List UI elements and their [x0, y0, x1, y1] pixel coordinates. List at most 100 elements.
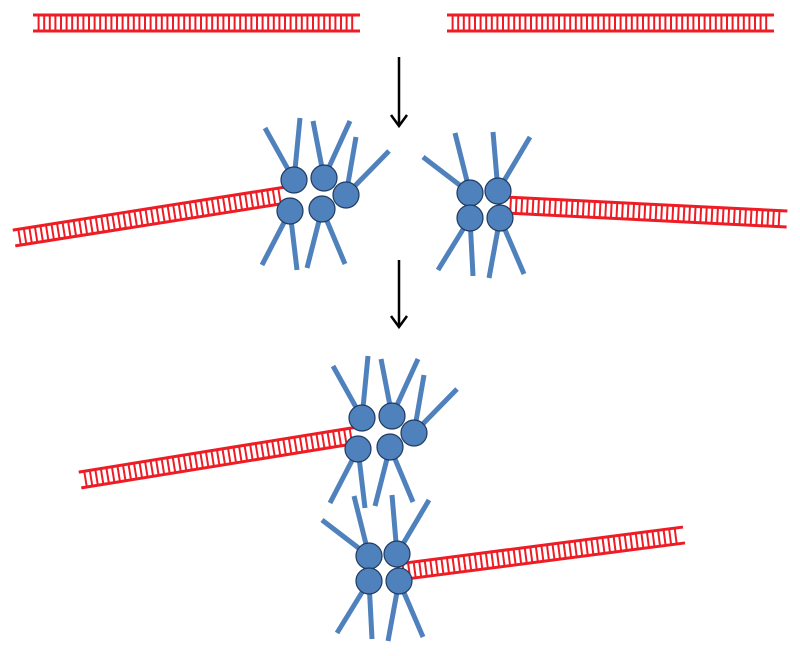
base-pair-rung — [105, 467, 110, 484]
base-pair-rung — [111, 214, 116, 231]
base-pair-rung — [183, 202, 188, 219]
protein-subunit-icon — [280, 166, 308, 194]
protein-subunit-icon — [385, 567, 413, 595]
base-pair-rung — [265, 441, 271, 458]
base-pair-rung — [777, 210, 781, 227]
base-pair-rung — [210, 198, 216, 215]
base-pair-rung — [127, 211, 133, 228]
base-pair-rung — [693, 206, 697, 223]
base-pair-rung — [99, 468, 105, 485]
base-pair-rung — [116, 465, 121, 482]
base-pair-rung — [749, 209, 753, 226]
base-pair-rung — [199, 452, 204, 469]
base-pair-rung — [512, 548, 517, 565]
base-pair-rung — [94, 469, 99, 486]
base-pair-rung — [266, 189, 271, 206]
base-pair-rung — [56, 222, 61, 240]
arrow-head — [389, 114, 409, 129]
base-pair-rung — [688, 206, 691, 223]
protein-subunit-icon — [308, 195, 336, 223]
base-pair-rung — [89, 217, 94, 234]
base-pair-rung — [182, 454, 188, 472]
base-pair-rung — [732, 208, 736, 225]
base-pair-rung — [138, 462, 144, 479]
base-pair-rung — [699, 206, 703, 223]
base-pair-rung — [573, 540, 578, 558]
base-pair-rung — [484, 552, 489, 569]
base-pair-rung — [457, 556, 462, 573]
base-pair-rung — [304, 435, 309, 452]
protein-subunit-icon — [348, 404, 376, 432]
base-pair-rung — [110, 466, 116, 483]
base-pair-rung — [199, 200, 205, 217]
base-pair-rung — [271, 440, 276, 457]
base-pair-rung — [116, 213, 122, 230]
protein-subunit-icon — [400, 419, 428, 447]
base-pair-rung — [468, 554, 473, 571]
base-pair-rung — [243, 445, 249, 462]
base-pair-rung — [138, 209, 144, 226]
base-pair-rung — [525, 198, 529, 215]
base-pair-rung — [105, 215, 111, 232]
protein-subunit-icon — [355, 567, 383, 595]
base-pair-rung — [205, 199, 210, 216]
base-pair-rung — [50, 223, 55, 240]
base-pair-rung — [738, 208, 742, 225]
base-pair-rung — [590, 538, 595, 555]
dna-strand — [81, 441, 360, 490]
base-pair-rung — [44, 224, 50, 241]
dna-strand — [505, 195, 788, 213]
base-pair-rung — [17, 229, 22, 246]
protein-subunit-icon — [484, 177, 512, 205]
base-pair-rung — [676, 205, 680, 222]
base-pair-rung — [166, 457, 171, 474]
base-pair-rung — [518, 548, 523, 565]
base-pair-rung — [557, 543, 562, 560]
base-pair-rung — [238, 194, 244, 211]
base-pair-rung — [226, 447, 232, 464]
dna-strand — [15, 201, 288, 248]
base-pair-rung — [254, 443, 260, 460]
base-pair-rung — [618, 535, 623, 552]
protein-subunit-icon — [332, 181, 360, 209]
base-pair-rung — [172, 204, 177, 221]
base-pair-rung — [632, 203, 636, 220]
base-pair-rung — [595, 538, 600, 555]
base-pair-rung — [565, 200, 568, 217]
dna-duplex-top-right — [447, 13, 774, 33]
base-pair-rung — [244, 193, 249, 210]
base-pair-rung — [772, 210, 775, 227]
base-pair-rung — [643, 203, 647, 220]
dna-strand — [398, 541, 686, 582]
base-pair-rung — [660, 204, 664, 221]
base-pair-rung — [221, 196, 227, 213]
base-pair-rung — [604, 201, 608, 219]
base-pair-rung — [28, 227, 33, 244]
base-pair-rung — [177, 455, 182, 472]
base-pair-rung — [166, 205, 172, 222]
base-pair-rung — [654, 204, 658, 221]
base-pair-rung — [490, 551, 495, 568]
base-pair-rung — [255, 191, 260, 208]
base-pair-rung — [473, 553, 478, 571]
base-pair-rung — [133, 462, 138, 480]
base-pair-rung — [587, 201, 591, 218]
protein-subunit-icon — [486, 204, 514, 232]
base-pair-rung — [562, 542, 567, 559]
base-pair-rung — [238, 445, 243, 463]
base-pair-rung — [150, 208, 155, 225]
base-pair-rung — [188, 201, 194, 219]
base-pair-rung — [249, 444, 254, 461]
down-arrow-icon — [389, 260, 409, 330]
base-pair-rung — [260, 442, 265, 459]
base-pair-rung — [188, 454, 193, 471]
dna-strand — [78, 425, 357, 474]
base-pair-rung — [581, 200, 585, 217]
base-pair-rung — [412, 561, 417, 578]
base-pair-rung — [601, 537, 606, 554]
base-pair-rung — [682, 205, 686, 222]
base-pair-rung — [216, 197, 221, 214]
base-pair-rung — [755, 209, 759, 226]
down-arrow-icon — [389, 57, 409, 129]
